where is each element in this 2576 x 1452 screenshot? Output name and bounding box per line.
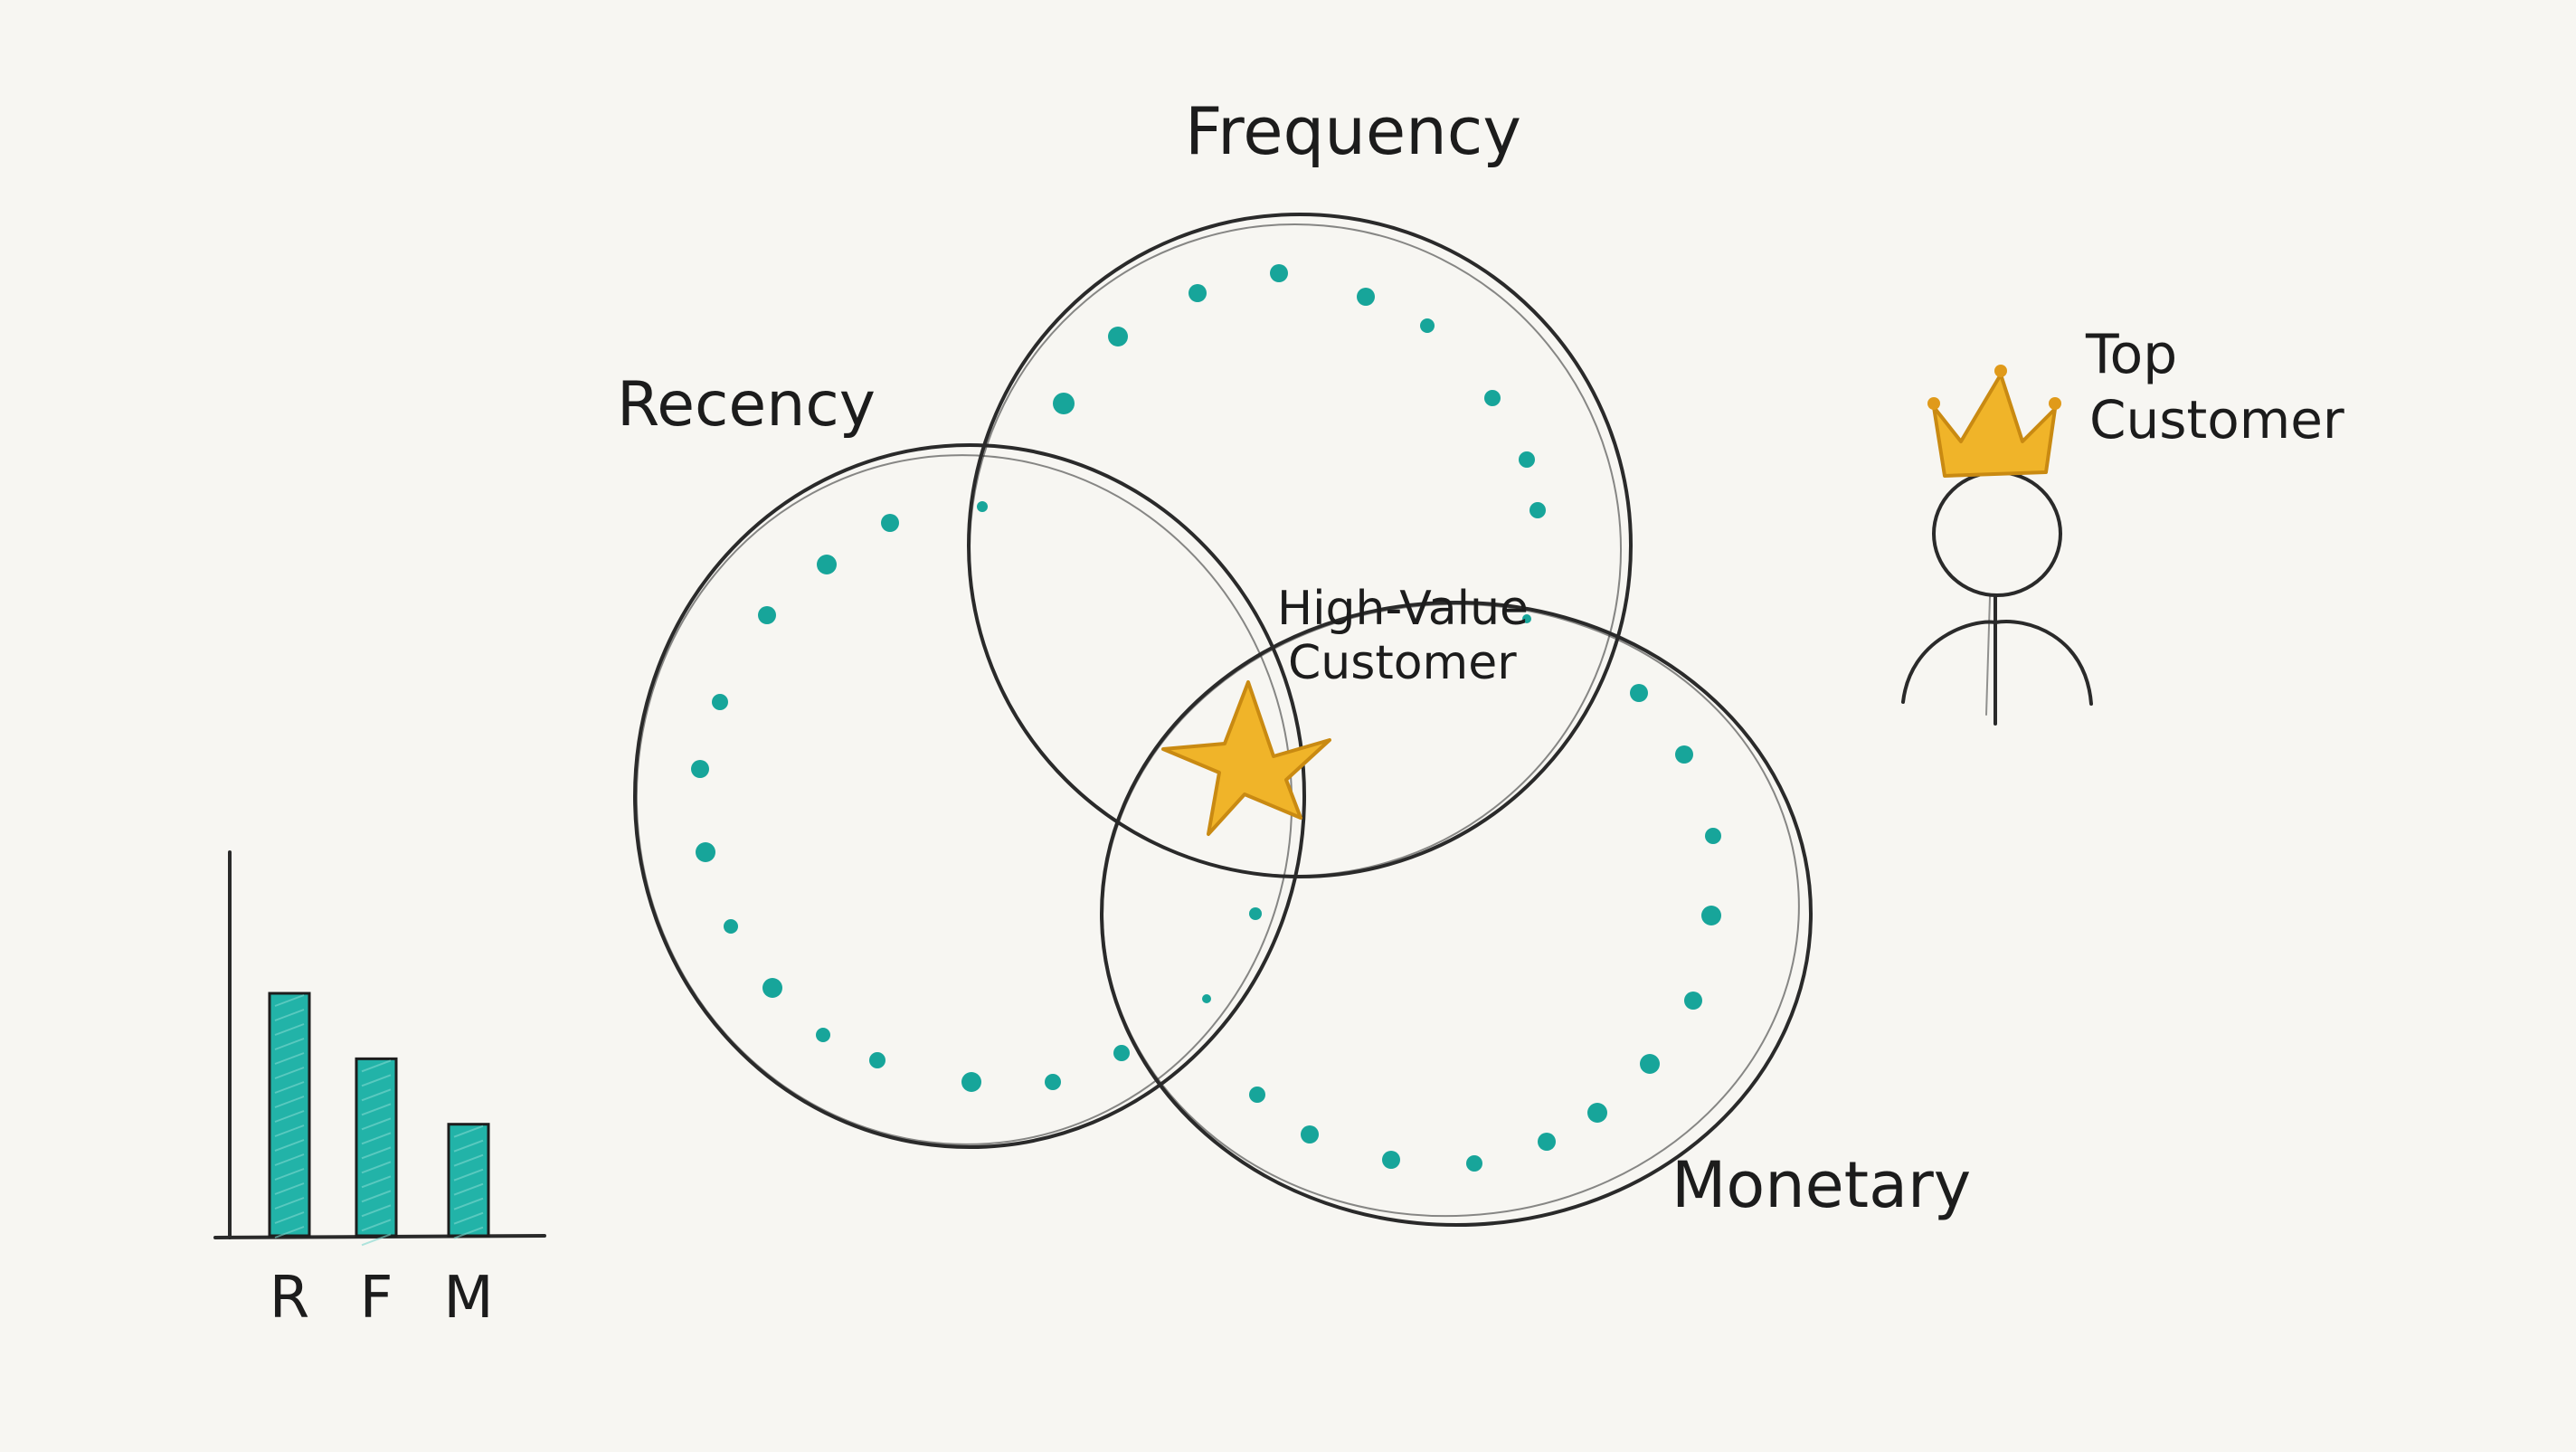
frequency-circle [967,213,1633,878]
bar-hatch [274,1052,305,1065]
bar-hatch [274,1081,305,1094]
tick-label-r: R [270,1265,309,1332]
monetary-label: Monetary [1672,1148,1971,1222]
bar-hatch [274,1226,305,1238]
bar-hatch [274,1168,305,1181]
bar-hatch [274,1197,305,1210]
bar-hatch [274,1139,305,1152]
bar-hatch [453,1211,484,1225]
bar-hatch [453,1153,484,1167]
recency-dots [691,501,1130,1092]
bar-hatch [274,1153,305,1166]
bar-hatch [361,1190,392,1203]
bar-hatch [453,1168,484,1182]
bar-hatch [361,1117,392,1131]
tick-label-f: F [360,1265,393,1332]
star-icon [1161,680,1331,836]
bar-hatch [361,1132,392,1145]
top-customer-label-line2: Customer [2089,389,2344,451]
bar-hatch [274,1096,305,1108]
bar-hatch [274,1182,305,1195]
bar-hatch [453,1125,484,1138]
bar-hatch [274,1038,305,1050]
bar-hatch [361,1103,392,1116]
bar-hatch [361,1175,392,1189]
bar-hatch [274,1211,305,1224]
bar-hatch [274,1067,305,1079]
bar-hatch [274,1110,305,1123]
bar-hatch [361,1219,392,1232]
bar-hatch [274,1009,305,1021]
bar-hatch [453,1139,484,1153]
center-label-line1: High-Value [1277,582,1529,636]
crown-icon [1927,365,2061,478]
bar-hatch [361,1204,392,1218]
bar-hatch [361,1074,392,1087]
monetary-circle [1100,601,1813,1227]
center-label-line2: Customer [1288,636,1517,690]
bar-hatch [361,1059,392,1073]
frequency-dots [1053,264,1546,623]
bar-hatch [361,1088,392,1102]
bar-hatch [361,1146,392,1160]
recency-label: Recency [617,369,876,441]
bar-hatch [274,1125,305,1137]
bar-hatch [361,1161,392,1174]
bar-hatch [453,1182,484,1196]
top-customer-label-line1: Top [2085,323,2177,386]
bar-hatch [453,1226,484,1239]
bar-hatch [361,1233,392,1247]
bar-hatch [453,1197,484,1210]
frequency-label: Frequency [1185,93,1521,169]
bar-hatch [274,1023,305,1036]
bar-r [268,992,311,1238]
bar-hatch [274,994,305,1007]
tick-label-m: M [443,1265,493,1332]
monetary-dots [1202,684,1721,1172]
